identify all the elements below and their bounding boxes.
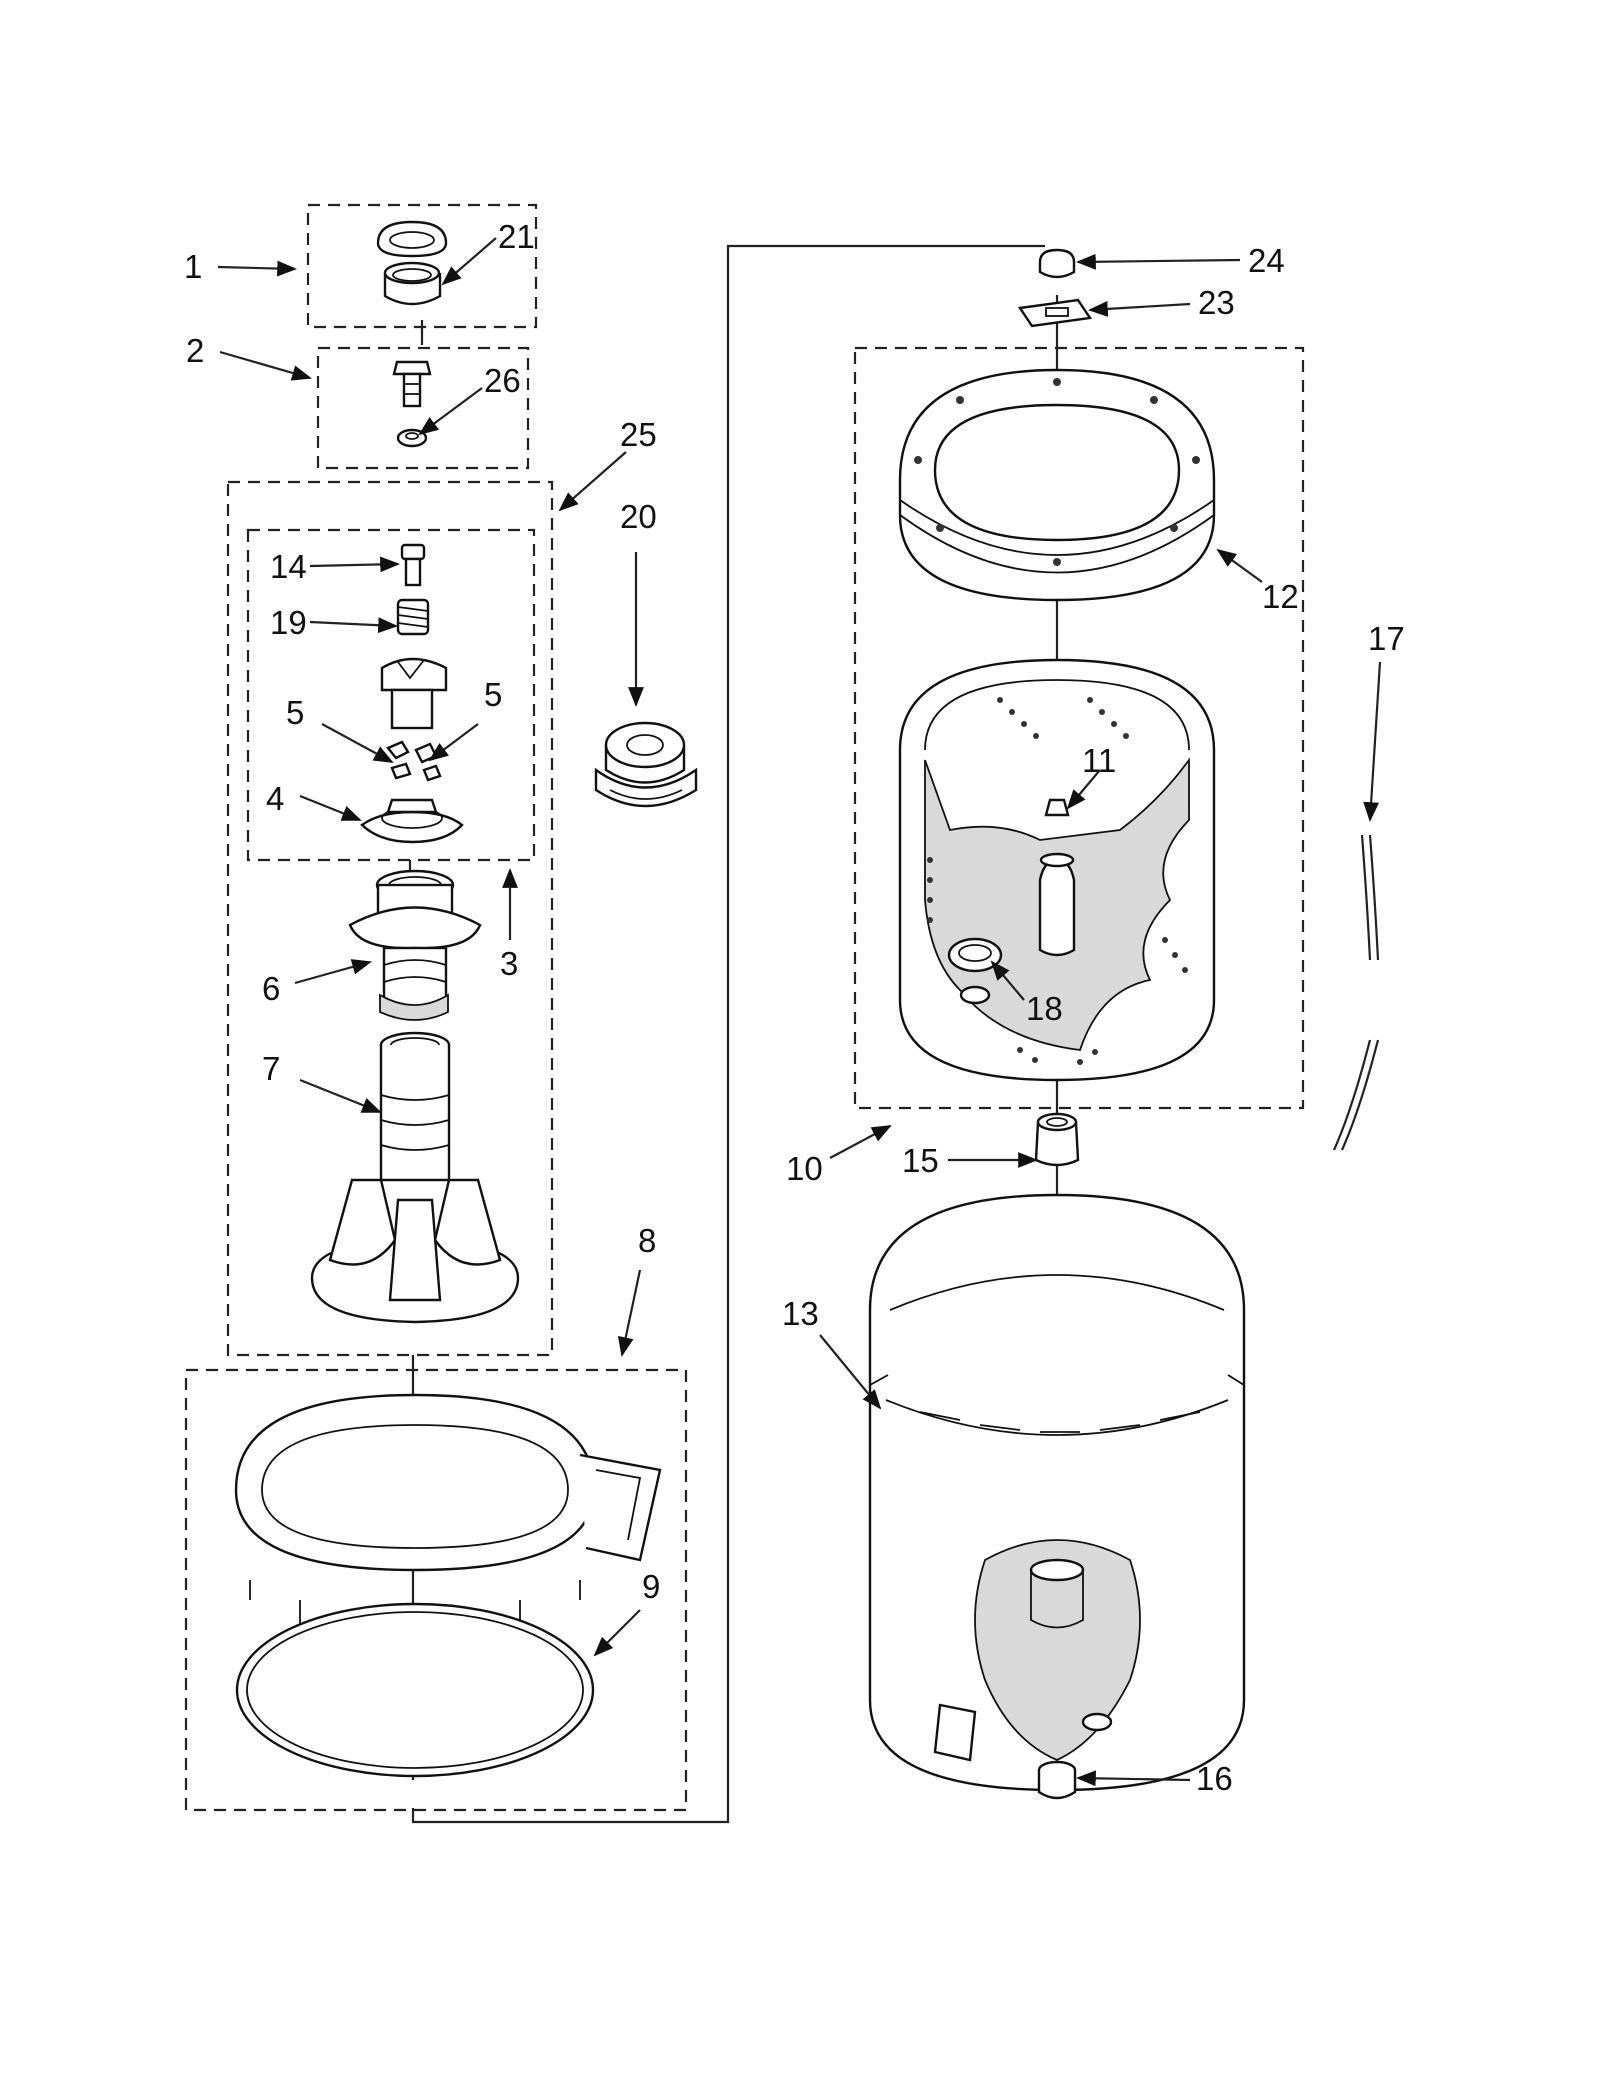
label-9: 9 [642, 1568, 660, 1605]
part-balance-ring-12 [898, 368, 1216, 602]
label-7: 7 [262, 1050, 280, 1087]
connector-line [411, 244, 1045, 1824]
part-nut-24 [1038, 248, 1076, 279]
part-retainer-4 [360, 798, 464, 844]
part-hose-17 [1332, 834, 1380, 1151]
label-23: 23 [1198, 284, 1235, 321]
part-pin-14 [400, 543, 426, 587]
label-13: 13 [782, 1295, 819, 1332]
label-5-right: 5 [484, 676, 502, 713]
label-11: 11 [1082, 742, 1116, 779]
label-3: 3 [500, 945, 518, 982]
label-5-left: 5 [286, 694, 304, 731]
group-box-10 [853, 346, 1305, 1110]
leader-arrows [217, 237, 1382, 1787]
part-seal-20 [594, 721, 698, 808]
part-dogs-5 [386, 740, 442, 782]
label-12: 12 [1262, 578, 1299, 615]
label-14: 14 [270, 548, 307, 585]
part-coupling-15 [1034, 1112, 1080, 1167]
label-2: 2 [186, 332, 204, 369]
part-bracket-23 [1017, 298, 1093, 328]
part-auger-6 [348, 869, 482, 1021]
group-box-25 [226, 480, 554, 1357]
label-6: 6 [262, 970, 280, 1007]
part-gasket-9 [235, 1602, 595, 1778]
label-26: 26 [484, 362, 521, 399]
label-19: 19 [270, 604, 307, 641]
label-4: 4 [266, 780, 284, 817]
label-24: 24 [1248, 242, 1285, 279]
label-8: 8 [638, 1222, 656, 1259]
label-21: 21 [498, 218, 535, 255]
label-18: 18 [1026, 990, 1063, 1027]
group-box-3 [246, 528, 536, 862]
part-tub-ring-8 [234, 1393, 662, 1645]
label-10: 10 [786, 1150, 823, 1187]
part-cam [380, 657, 448, 730]
part-drain-16 [1037, 1760, 1077, 1800]
label-1: 1 [184, 248, 202, 285]
part-ring-21 [383, 261, 442, 306]
part-agitator-7 [310, 1031, 520, 1324]
part-spring-19 [396, 598, 430, 636]
part-cap [376, 220, 448, 258]
group-box-2 [316, 346, 530, 470]
label-20: 20 [620, 498, 657, 535]
label-15: 15 [902, 1142, 939, 1179]
label-17: 17 [1368, 620, 1405, 657]
part-bolt [392, 360, 432, 408]
part-outer-tub-13 [868, 1193, 1246, 1792]
group-box-8 [184, 1368, 688, 1812]
label-16: 16 [1196, 1760, 1233, 1797]
label-25: 25 [620, 416, 657, 453]
